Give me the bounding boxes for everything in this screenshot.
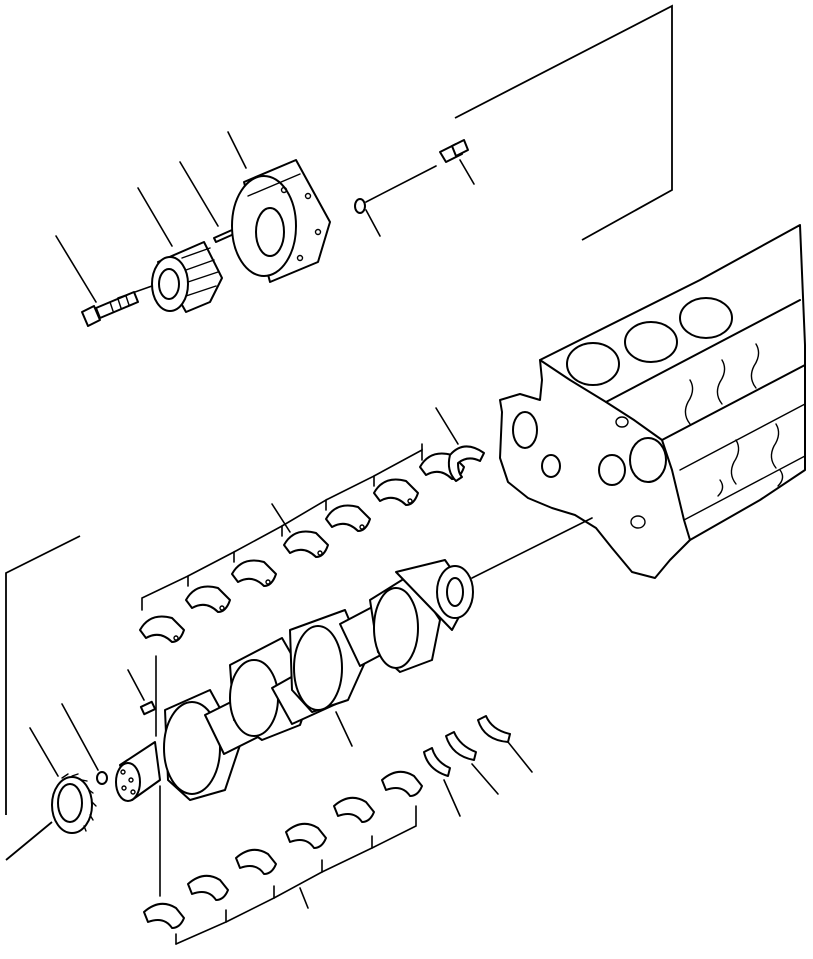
reference-leader-lines [30, 132, 532, 908]
pulley-dowel-pin [214, 230, 234, 242]
left-group-frame [6, 536, 80, 860]
crankshaft-reference-line [156, 656, 160, 896]
cylinder-block [500, 225, 805, 578]
vibration-damper [232, 160, 330, 282]
upper-main-bearings [140, 446, 484, 642]
gear-key [141, 702, 155, 714]
top-group-frame [455, 6, 672, 240]
damper-bolt [440, 140, 468, 162]
gear-pin [97, 772, 107, 784]
lower-main-bearings [144, 772, 422, 928]
lower-bearing-bracket [176, 806, 416, 944]
crankshaft-gear [52, 774, 96, 833]
thrust-washers [424, 716, 510, 776]
pulley-bolt [82, 292, 138, 326]
crankshaft [116, 518, 592, 801]
damper-washer [355, 166, 436, 213]
upper-bearing-bracket [142, 444, 422, 610]
